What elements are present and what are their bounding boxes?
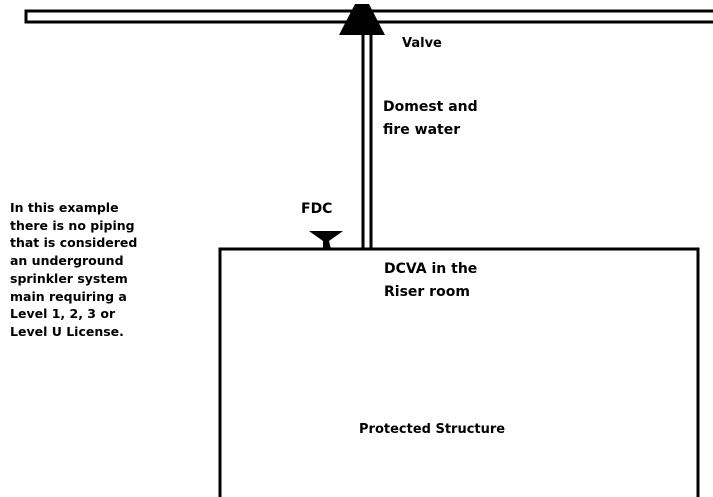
dcva-label: DCVA in the Riser room — [384, 258, 477, 304]
valve-label: Valve — [402, 36, 442, 51]
protected-structure — [218, 247, 700, 497]
domestic-fire-water-label: Domest and fire water — [383, 96, 478, 142]
dcva-label-line-2: Riser room — [384, 284, 470, 300]
fdc-label: FDC — [301, 201, 333, 217]
note-line: an underground — [10, 253, 124, 269]
protected-structure-label: Protected Structure — [359, 422, 506, 437]
water-label-line-1: Domest and — [383, 99, 478, 115]
dcva-label-line-1: DCVA in the — [384, 261, 478, 277]
note-line: In this example — [10, 200, 119, 215]
water-label-line-2: fire water — [383, 122, 461, 138]
note-line: sprinkler system — [10, 270, 128, 286]
note-line: there is no piping — [10, 217, 135, 233]
note-line: main requiring a — [10, 288, 127, 304]
note-line: Level U License. — [10, 323, 124, 339]
explanatory-note: In this example there is no piping that … — [10, 199, 137, 341]
note-line: Level 1, 2, 3 or — [10, 306, 116, 322]
fdc-symbol — [309, 231, 343, 249]
valve-symbol — [339, 4, 385, 35]
note-line: that is considered — [10, 235, 138, 251]
